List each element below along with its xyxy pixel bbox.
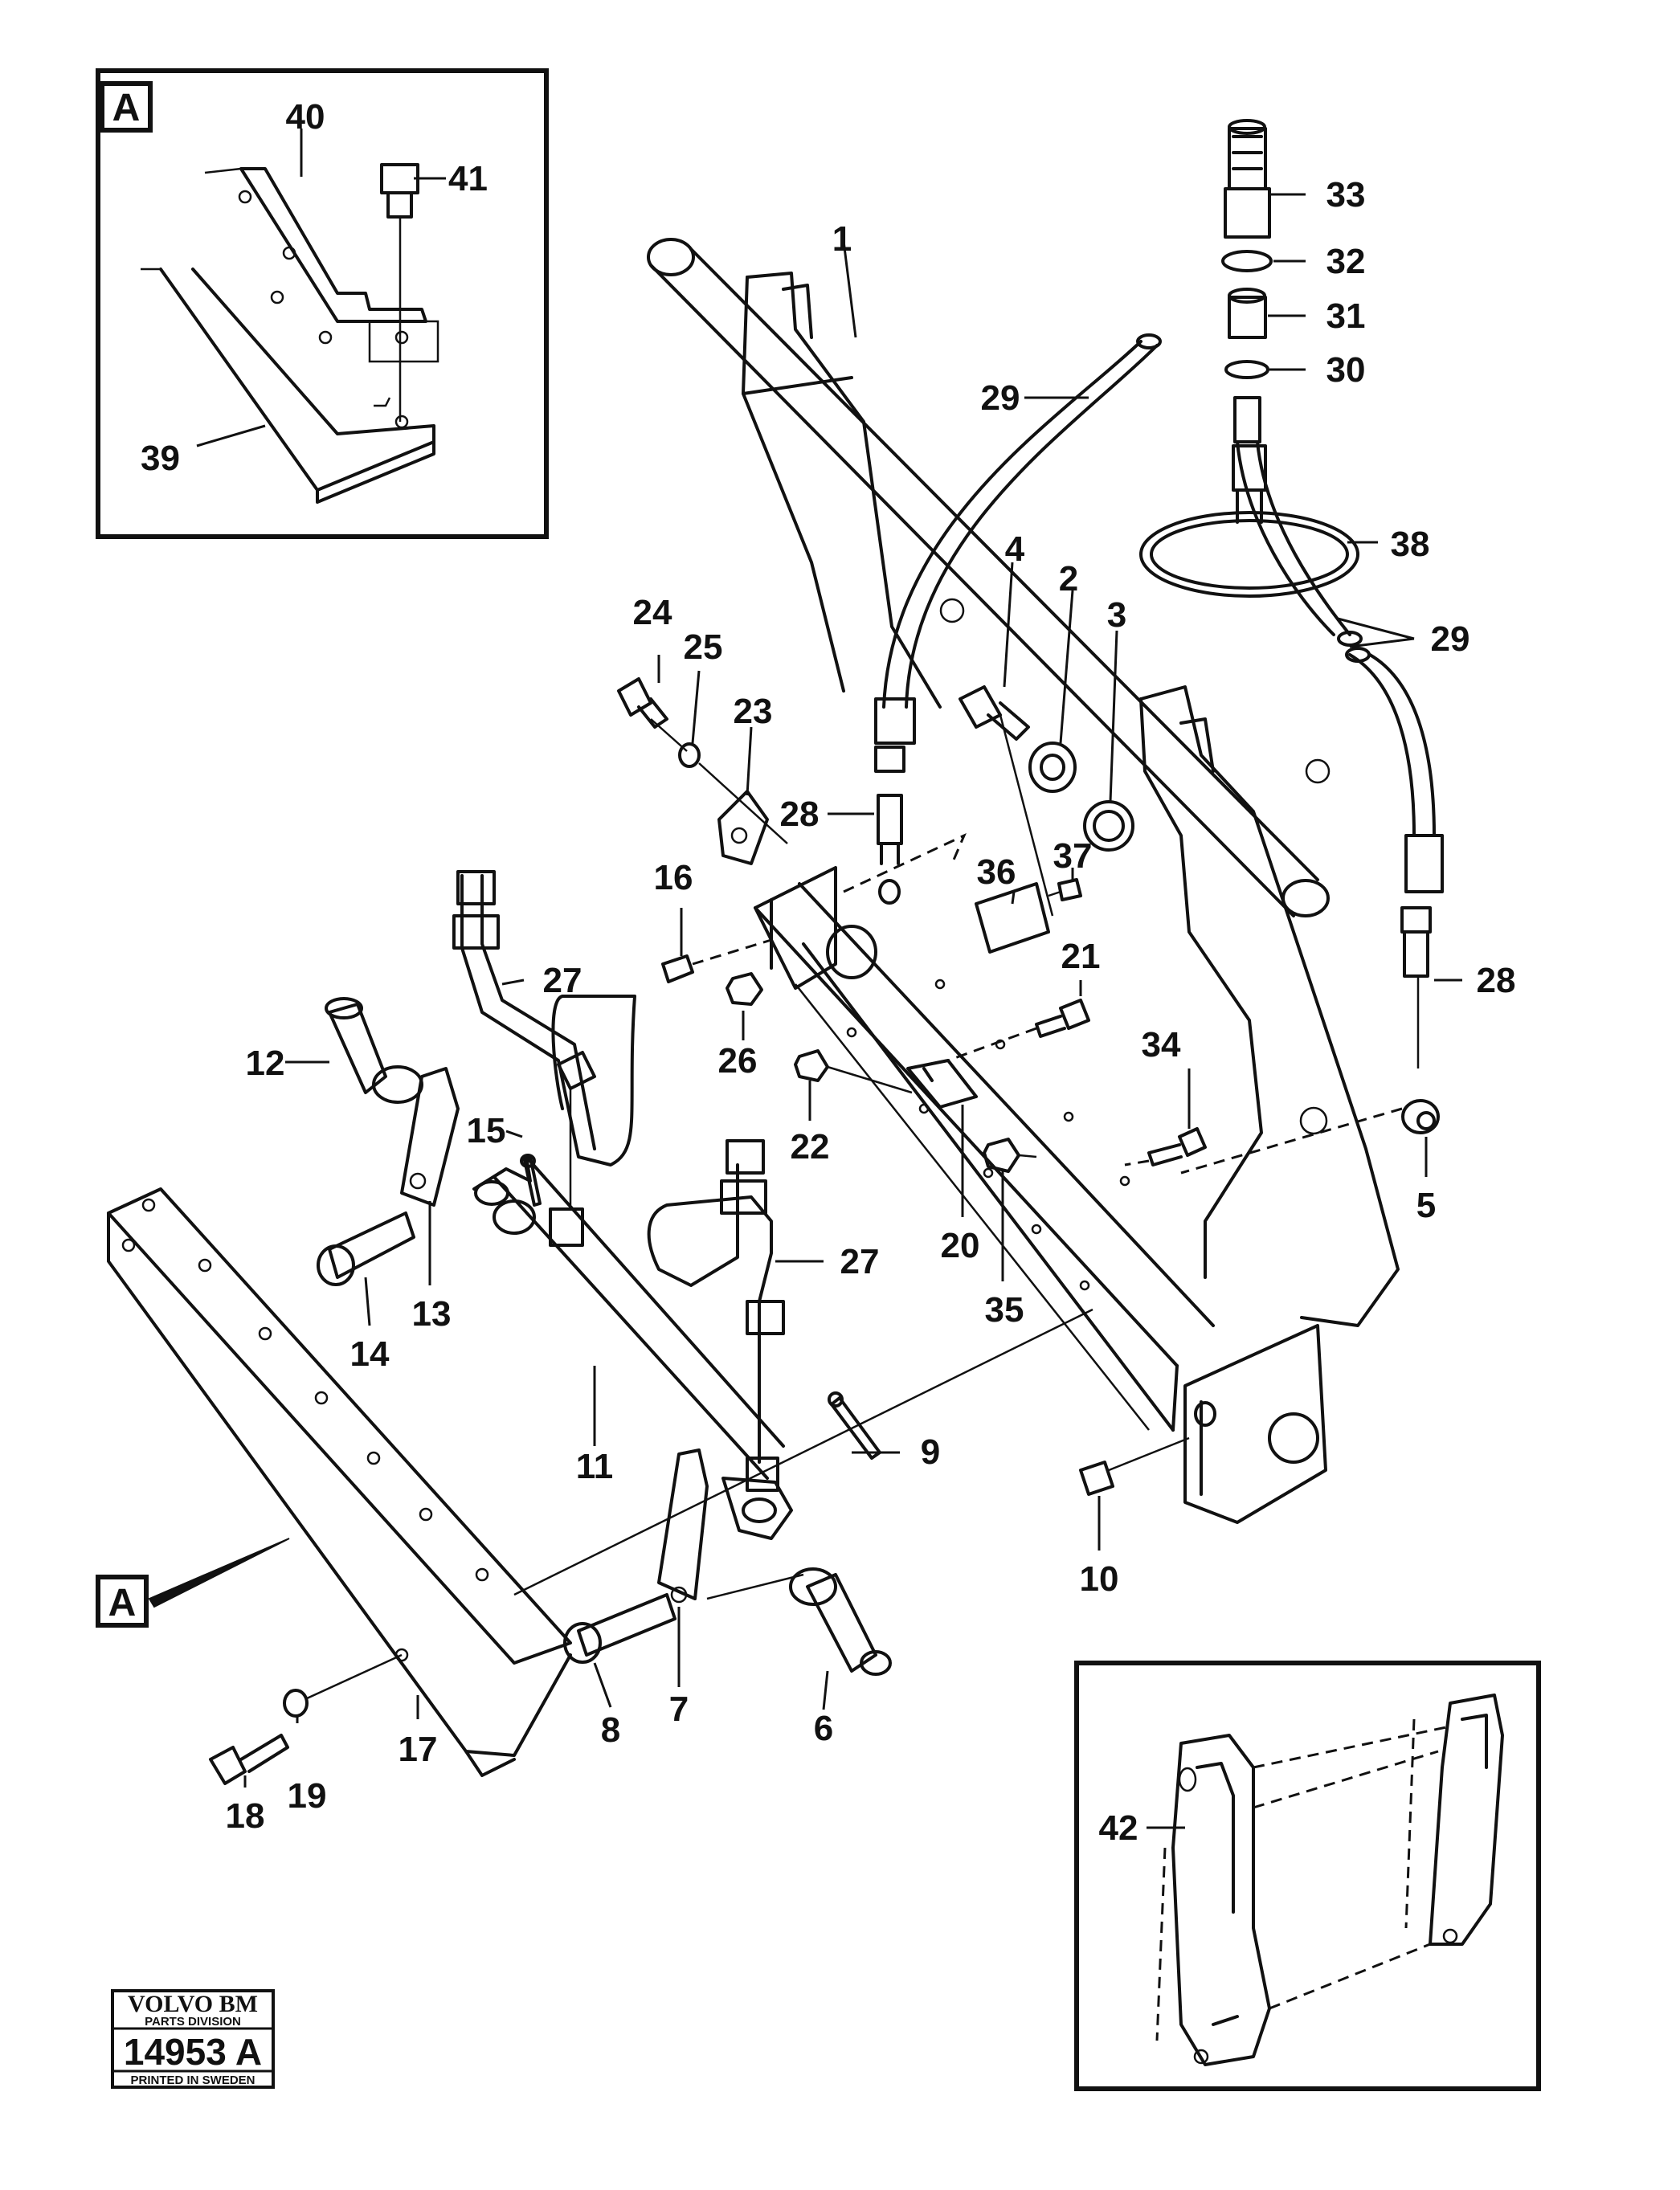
callout-21: 21 [1061,937,1101,976]
callout-25: 25 [684,627,723,667]
stamp-printed: PRINTED IN SWEDEN [130,2074,255,2087]
leader-4 [1003,562,1014,688]
leader-14 [364,1277,371,1326]
pointer-arrow [148,1538,290,1608]
wear-strip-main-drawing [107,1187,572,1785]
leader-1 [842,240,857,338]
callout-16: 16 [654,858,693,897]
callout-40: 40 [286,97,325,137]
callout-39: 39 [141,439,180,478]
callout-6: 6 [814,1709,833,1748]
callout-14: 14 [350,1334,390,1374]
leader-6 [822,1670,829,1710]
callout-27a: 27 [543,961,582,1000]
callout-32: 32 [1326,242,1366,281]
volvo-bm-stamp: VOLVO BM PARTS DIVISION 14953 A PRINTED … [111,1989,275,2089]
stamp-frame [111,1989,275,2089]
callout-17: 17 [399,1730,438,1769]
inset-a-frame [96,68,549,539]
callout-27b: 27 [840,1242,880,1281]
inset-a-letter-box [100,81,153,133]
pins-levers-drawing [317,997,1093,1676]
callout-labels: 1 2 3 4 5 6 7 8 9 10 11 12 13 14 15 16 1… [226,175,1516,1848]
callout-28b: 28 [1477,961,1516,1000]
leader-27a [501,979,525,986]
callout-20: 20 [941,1226,980,1265]
leader-23 [746,726,753,796]
callout-5: 5 [1416,1186,1436,1225]
callout-23: 23 [734,692,773,731]
leader-3 [1109,630,1118,803]
callout-38: 38 [1391,525,1430,564]
callout-42: 42 [1099,1808,1138,1848]
callout-11: 11 [576,1447,614,1486]
callout-41: 41 [448,159,488,198]
callout-33: 33 [1326,175,1366,215]
callout-4: 4 [1005,529,1025,569]
callout-36: 36 [977,852,1016,892]
callout-22: 22 [791,1127,830,1167]
pointer-a: A [96,1538,290,1628]
callout-29a: 29 [981,378,1020,418]
leader-8 [593,1662,612,1708]
cylinder-drawing [452,870,793,1540]
inset-a-letter: A [112,87,141,129]
callout-3: 3 [1107,595,1126,635]
callout-37: 37 [1053,836,1093,876]
stamp-division: PARTS DIVISION [145,2015,241,2029]
callout-28a: 28 [780,795,820,834]
inset-a: A 40 41 39 [96,68,549,539]
callout-30: 30 [1326,350,1366,390]
leader-36 [1011,891,1016,905]
hardware-drawing [617,677,1440,1496]
callout-24: 24 [633,593,672,632]
callout-8: 8 [601,1710,620,1750]
coupling-stack-drawing [1139,119,1359,598]
leader-29b-1 [1337,617,1415,640]
leader-29b-2 [1349,637,1415,648]
callout-7: 7 [669,1689,689,1729]
callout-34: 34 [1142,1025,1181,1064]
callout-13: 13 [412,1294,452,1334]
stamp-brand: VOLVO BM [128,1991,258,2017]
wear-strip-drawing [141,163,439,504]
callout-15: 15 [467,1111,506,1150]
hoses-drawing [874,333,1444,893]
callout-18: 18 [226,1796,265,1836]
pointer-a-letter: A [108,1582,137,1624]
stamp-number: 14953 A [124,2031,262,2073]
callout-2: 2 [1059,559,1078,599]
leader-39 [196,424,266,447]
leader-25 [691,670,701,744]
callout-9: 9 [921,1432,940,1472]
leader-2 [1059,590,1074,744]
callout-19: 19 [288,1776,327,1816]
pointer-a-box [96,1575,149,1628]
callout-12: 12 [246,1044,285,1083]
leader-15 [505,1130,523,1138]
callout-29b: 29 [1431,619,1470,659]
inset-42 [1074,1661,1541,2091]
main-frame-drawing [647,238,1400,1524]
callout-31: 31 [1326,296,1366,336]
callout-26: 26 [718,1041,758,1081]
callout-1: 1 [832,219,852,259]
inset-42-frame [1074,1661,1541,2091]
callout-10: 10 [1080,1559,1119,1599]
callout-35: 35 [985,1290,1024,1330]
